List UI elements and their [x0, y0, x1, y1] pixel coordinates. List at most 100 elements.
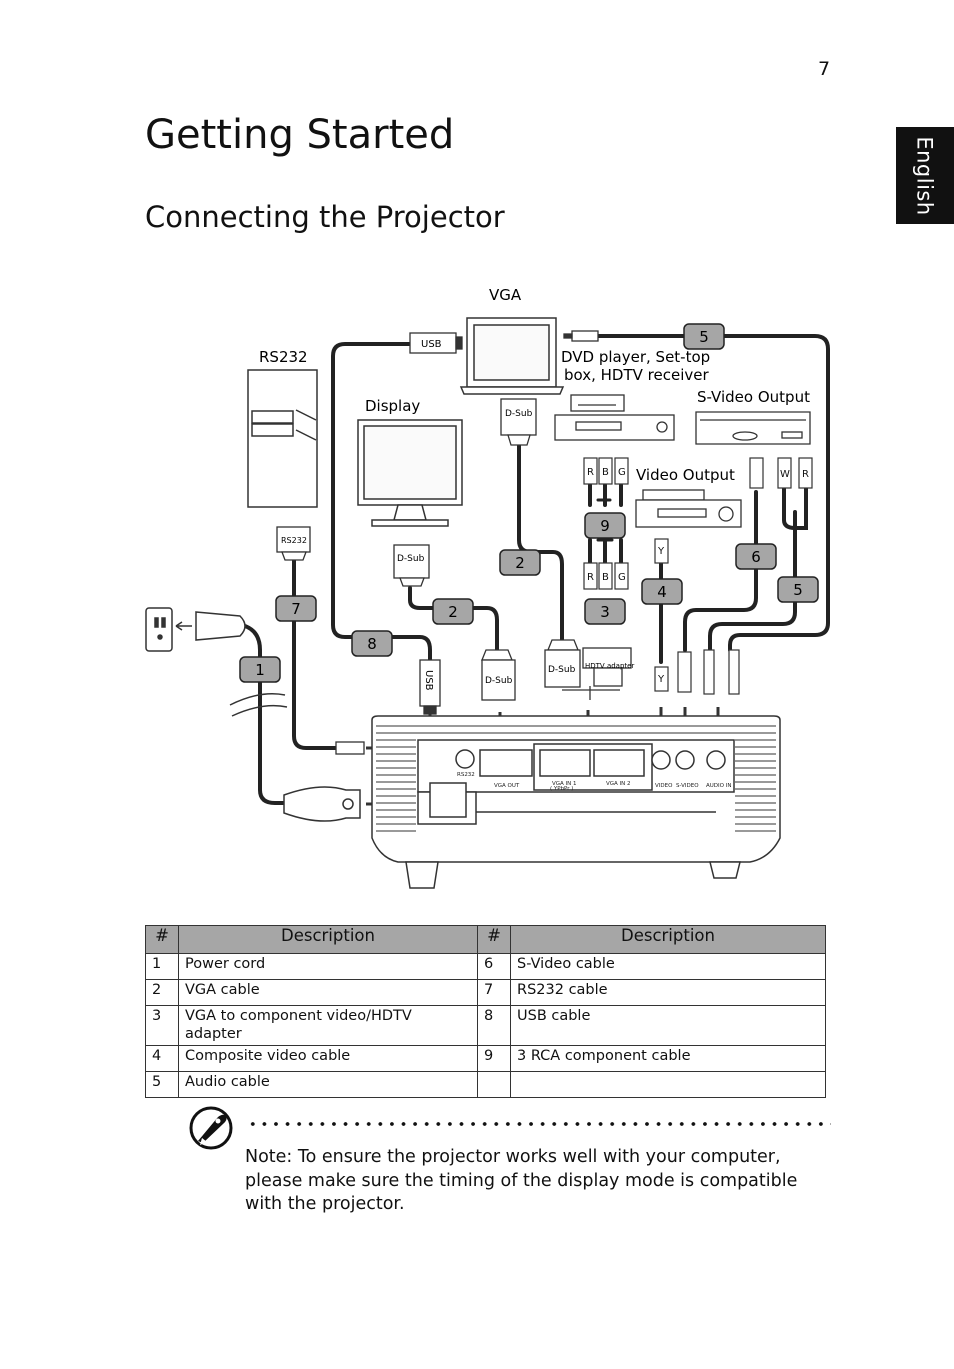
rs232-label: RS232 [259, 348, 308, 366]
laptop-device [459, 317, 565, 395]
table-row: 2 VGA cable 7 RS232 cable [145, 979, 826, 1006]
dsub-label: D-Sub [548, 665, 576, 675]
note-divider [247, 1122, 831, 1126]
svg-text:2: 2 [448, 603, 458, 621]
note-body: To ensure the projector works well with … [245, 1147, 798, 1214]
audio-cable-mid [708, 510, 797, 652]
dvd-player [554, 394, 675, 441]
callout-badges: 1 2 2 3 4 5 5 6 7 8 9 [239, 323, 819, 683]
table-cell: 1 [145, 953, 179, 980]
rca-letter: Y [657, 546, 665, 557]
page-number: 7 [818, 58, 831, 80]
hdtv-adapter [562, 647, 632, 700]
page-title: Getting Started [145, 112, 455, 158]
audio-jack [563, 330, 599, 342]
vga-cable-laptop [517, 438, 564, 642]
table-cell: 7 [477, 979, 511, 1006]
table-row: 1 Power cord 6 S-Video cable [145, 953, 826, 980]
svg-text:9: 9 [600, 517, 610, 535]
table-cell: 3 [145, 1005, 179, 1046]
rs232-connector [276, 526, 365, 755]
svg-text:4: 4 [657, 583, 667, 601]
rca-plugs [583, 457, 813, 695]
callout-3: 3 [584, 598, 626, 625]
rs232-connector-label: RS232 [281, 536, 307, 545]
callout-1: 1 [239, 656, 281, 683]
language-tab: English [896, 127, 954, 224]
rs232-cable [292, 558, 338, 750]
dsub-projector-2 [544, 639, 581, 688]
dsub-label: D-Sub [397, 554, 425, 564]
svg-text:6: 6 [751, 548, 761, 566]
svg-text:5: 5 [699, 328, 709, 346]
table-cell: Audio cable [178, 1071, 478, 1098]
dvd-label-line1: DVD player, Set-top [561, 348, 710, 366]
svideo-output-label: S-Video Output [697, 388, 810, 406]
callout-7: 7 [275, 595, 317, 622]
panel-label: VGA IN 1 [552, 781, 577, 787]
rca-letter: G [618, 467, 626, 478]
callout-2: 2 [499, 549, 541, 576]
svideo-cable [683, 490, 758, 652]
hdtv-adapter-label: HDTV adapter [585, 662, 634, 670]
table-cell: 8 [477, 1005, 511, 1046]
pc-tower [247, 369, 318, 508]
table-cell [477, 1071, 511, 1098]
power-cord [240, 623, 290, 805]
rca-letter: R [587, 467, 594, 478]
language-tab-label: English [913, 135, 938, 216]
table-cell: S-Video cable [510, 953, 826, 980]
video-output-device [635, 489, 742, 528]
table-cell: 3 RCA component cable [510, 1045, 826, 1072]
table-cell: 2 [145, 979, 179, 1006]
table-cell: Composite video cable [178, 1045, 478, 1072]
callout-6: 6 [735, 543, 777, 570]
cables [240, 334, 830, 805]
callout-2b: 2 [432, 598, 474, 625]
panel-label: RS232 [457, 772, 475, 778]
table-cell: Power cord [178, 953, 478, 980]
wall-socket [145, 607, 246, 652]
dsub-projector-1 [481, 649, 516, 701]
dsub-label: D-Sub [485, 676, 513, 686]
usb-bottom-connector [419, 659, 441, 715]
svg-text:3: 3 [600, 603, 610, 621]
panel-label: VGA OUT [494, 783, 520, 789]
note-text: Note: To ensure the projector works well… [245, 1146, 825, 1217]
svg-text:2: 2 [515, 554, 525, 572]
panel-label: VGA IN 2 [606, 781, 631, 787]
section-title: Connecting the Projector [145, 200, 505, 234]
rca-letter: Y [657, 674, 665, 685]
video-output-label: Video Output [636, 466, 735, 484]
table-cell: VGA cable [178, 979, 478, 1006]
callout-5-top: 5 [683, 323, 725, 350]
svg-text:7: 7 [291, 600, 301, 618]
usb-connector-bottom-label: USB [423, 670, 434, 691]
component-cable [588, 483, 623, 567]
usb-cable [331, 342, 432, 664]
table-cell: USB cable [510, 1005, 826, 1046]
panel-label: VIDEO [655, 783, 673, 789]
panel-label: AUDIO IN [706, 783, 731, 789]
dvd-label-line2: box, HDTV receiver [564, 366, 709, 384]
projector-panel-labels: RS232 VGA OUT VGA IN 1 ( YPbPr ) VGA IN … [457, 772, 731, 792]
callout-9: 9 [584, 512, 626, 539]
rca-letter: B [602, 572, 609, 583]
table-cell: 6 [477, 953, 511, 980]
display-label: Display [365, 397, 420, 415]
note-label: Note: [245, 1147, 293, 1167]
callout-5-side: 5 [777, 576, 819, 603]
table-header: # [477, 925, 511, 954]
svg-text:5: 5 [793, 581, 803, 599]
table-header: Description [510, 925, 826, 954]
table-header-row: # Description # Description [145, 925, 826, 954]
cable-description-table: # Description # Description 1 Power cord… [145, 925, 826, 1098]
dsub-label: D-Sub [505, 409, 533, 419]
audio-cable-top [596, 334, 830, 652]
table-cell: VGA to component video/HDTV adapter [178, 1005, 478, 1046]
usb-top-connector [409, 332, 463, 354]
note-pen-icon [189, 1106, 233, 1150]
table-cell [510, 1071, 826, 1098]
panel-label: S-VIDEO [676, 783, 699, 789]
panel-label: ( YPbPr ) [550, 786, 573, 792]
